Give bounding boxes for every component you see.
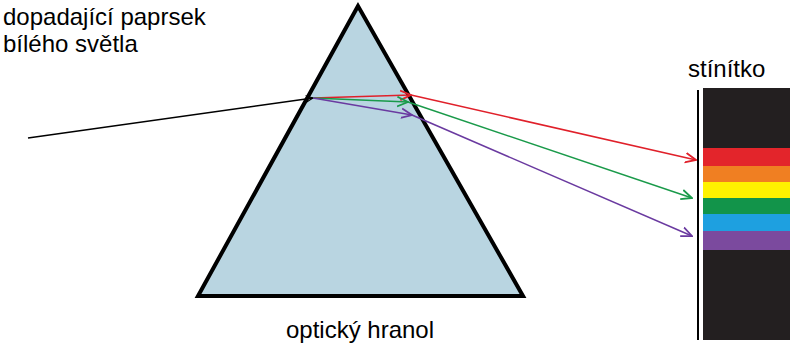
screen-edge — [697, 90, 699, 340]
spectrum-red — [703, 148, 790, 166]
ray-label: dopadající paprsek bílého světla — [3, 3, 253, 57]
optical-prism — [198, 6, 523, 296]
prism-label: optický hranol — [210, 316, 510, 343]
spectrum-blue — [703, 214, 790, 231]
violet-ray-inside — [313, 98, 412, 115]
red-ray — [411, 95, 696, 160]
violet-ray — [412, 115, 692, 236]
spectrum-orange — [703, 166, 790, 182]
spectrum-yellow — [703, 182, 790, 198]
spectrum-green — [703, 198, 790, 214]
white-light-ray — [28, 98, 313, 138]
red-ray-inside — [313, 95, 411, 98]
screen — [703, 88, 790, 340]
green-ray — [408, 102, 692, 198]
spectrum-violet — [703, 231, 790, 250]
screen-label: stínítko — [688, 55, 796, 82]
